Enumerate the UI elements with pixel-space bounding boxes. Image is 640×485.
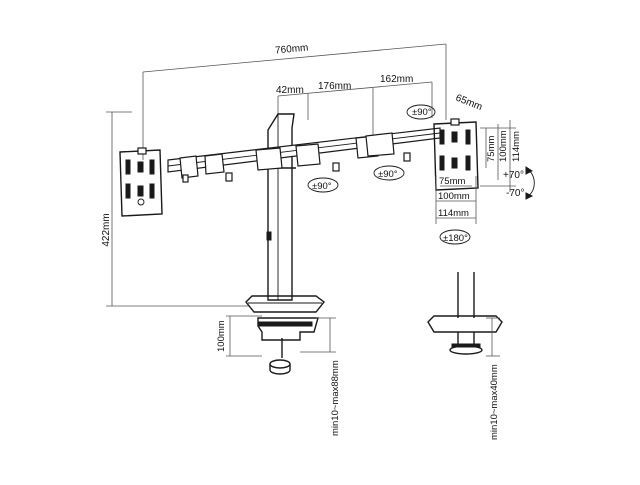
tilt-indicator: +70° -70° <box>503 166 535 200</box>
pole-offset-label: 42mm <box>276 85 304 96</box>
left-arm-swivel-label: ±90° <box>312 181 332 192</box>
right-arm-swivel-indicator: ±90° <box>373 165 405 181</box>
arm-outer-label: 162mm <box>380 74 413 85</box>
tilt-minus-label: -70° <box>506 188 524 199</box>
arm-inner-label: 176mm <box>318 81 351 92</box>
pole <box>266 113 296 301</box>
plate-swivel-indicator: ±90° <box>406 104 436 120</box>
clamp-height-label: 100mm <box>216 320 227 352</box>
grommet-mount: min10~max40mm <box>427 272 503 440</box>
left-arm-swivel-indicator: ±90° <box>307 177 339 193</box>
vesa-dimensions: 75mm 100mm 114mm 75mm 100mm 114mm <box>435 120 522 224</box>
plate-offset-label: 65mm <box>454 93 484 114</box>
height-label: 422mm <box>101 213 112 246</box>
right-arm-swivel-label: ±90° <box>378 169 398 180</box>
clamp-base <box>245 295 325 375</box>
vesa-75-horizontal: 75mm <box>439 176 465 187</box>
vesa-114-vertical: 114mm <box>511 131 522 162</box>
rotate-indicator: ±180° <box>439 229 471 245</box>
grommet-range-label: min10~max40mm <box>489 364 500 440</box>
vesa-114-horizontal: 114mm <box>438 208 469 219</box>
plate-swivel-label: ±90° <box>412 107 432 118</box>
tilt-plus-label: +70° <box>503 170 524 181</box>
overall-width-label: 760mm <box>275 42 309 56</box>
rotation-indicators: +70° -70° ±90° ±90° ±90° ±180° <box>307 104 535 245</box>
clamp-range-label: min10~max88mm <box>330 360 341 436</box>
left-vesa-plate <box>119 147 163 217</box>
vesa-75-vertical: 75mm <box>486 136 497 162</box>
right-vesa-plate <box>433 118 479 191</box>
vesa-100-vertical: 100mm <box>498 130 509 162</box>
height-dimension: 422mm <box>101 111 250 307</box>
arm-assembly <box>167 127 441 183</box>
clamp-dimensions: 100mm min10~max88mm <box>216 315 341 436</box>
rotate-label: ±180° <box>443 233 468 244</box>
overall-width-dimension: 760mm <box>142 42 447 160</box>
vesa-100-horizontal: 100mm <box>438 191 470 202</box>
